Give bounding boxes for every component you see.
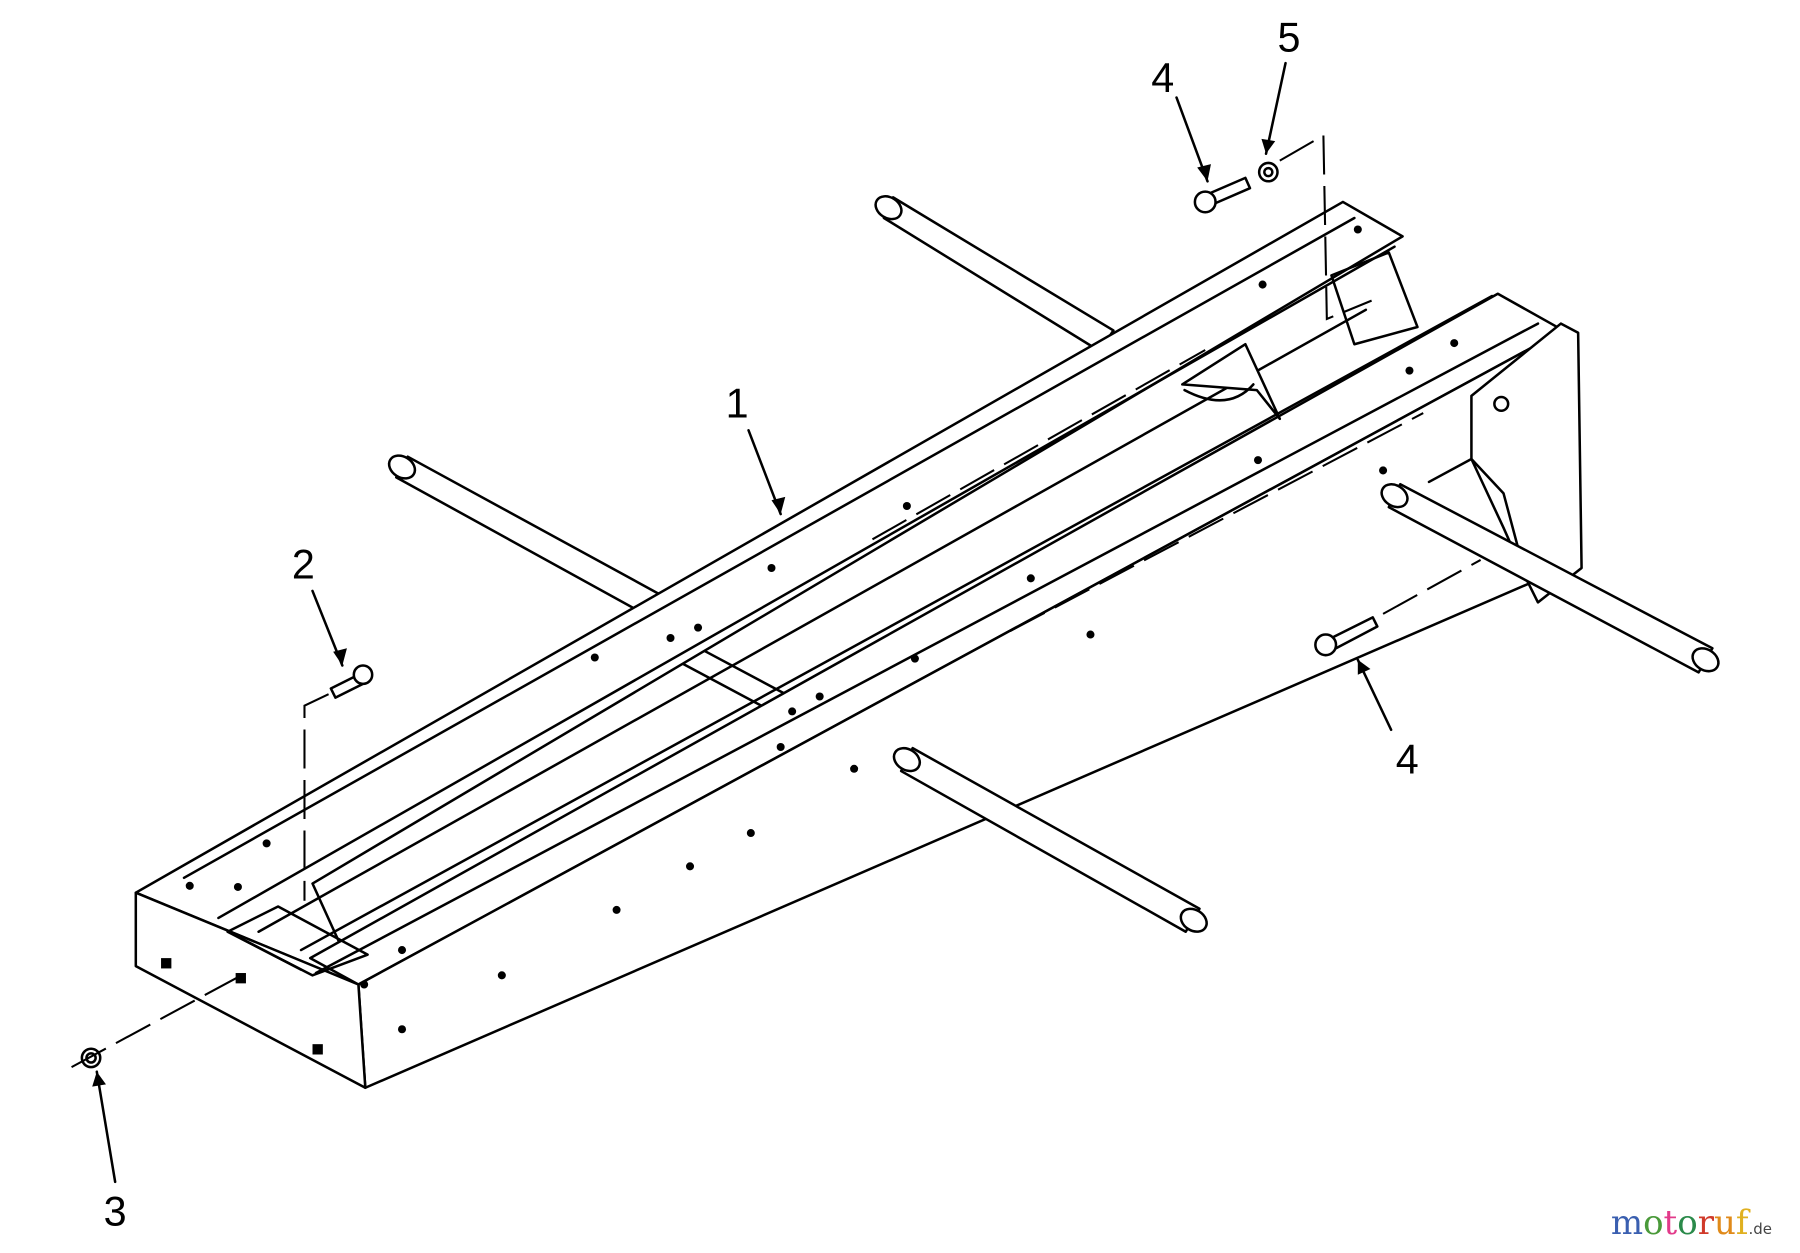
nut-3: [80, 1047, 102, 1069]
watermark-letter: o: [1677, 1203, 1698, 1243]
watermark-suffix: .de: [1748, 1220, 1772, 1238]
watermark-letter: m: [1610, 1203, 1644, 1243]
watermark-letter: o: [1643, 1203, 1664, 1243]
mounting-holes: [161, 225, 1459, 1055]
assembly-lines: [71, 133, 1482, 1069]
leader-lines: [92, 61, 1393, 1184]
tube-front-right: [892, 746, 1208, 933]
callout-2: 2: [292, 541, 315, 587]
callout-5: 5: [1278, 15, 1301, 61]
callout-4-right: 4: [1396, 736, 1419, 782]
watermark-letter: r: [1697, 1203, 1714, 1243]
watermark-letter: f: [1735, 1203, 1749, 1243]
watermark-letter: t: [1663, 1203, 1678, 1243]
callout-4-top: 4: [1151, 55, 1174, 101]
tube-rear-left: [874, 195, 1115, 353]
main-frame: [134, 200, 1583, 1090]
watermark-letter: u: [1713, 1203, 1736, 1243]
callout-3: 3: [104, 1188, 127, 1234]
watermark-logo: motoruf.de: [1611, 1203, 1772, 1243]
callout-1: 1: [726, 381, 749, 427]
bolt-4-top: [1193, 176, 1252, 214]
bolt-4-right: [1314, 616, 1379, 657]
bolt-2: [329, 664, 374, 699]
tube-rear-right: [1380, 482, 1720, 674]
washer-5: [1257, 161, 1279, 183]
